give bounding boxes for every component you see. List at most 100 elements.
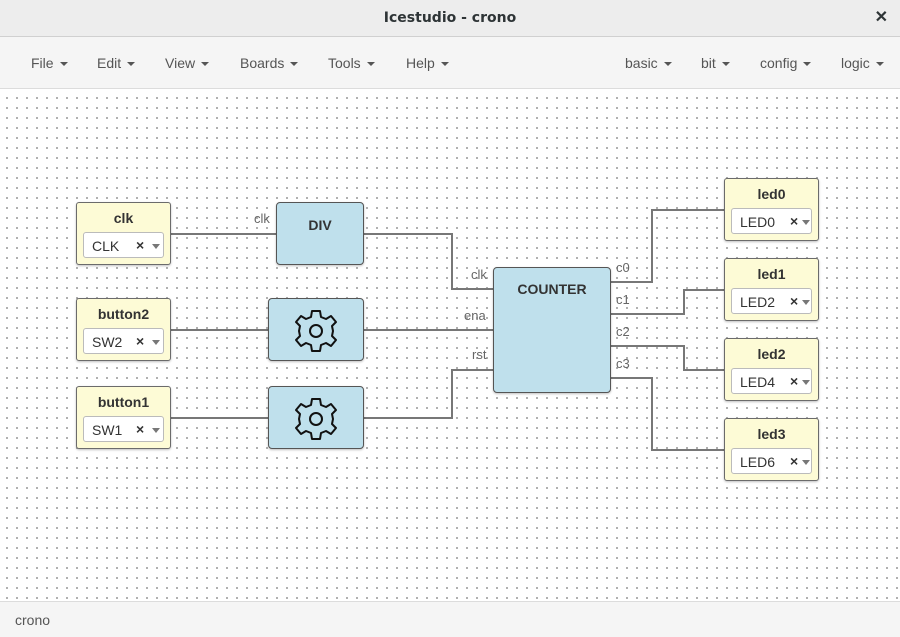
menu-edit[interactable]: Edit <box>97 55 136 71</box>
div-block[interactable]: DIV <box>276 202 364 265</box>
wire[interactable] <box>611 377 725 451</box>
port-label-c1: c1 <box>616 292 630 307</box>
code-block-1[interactable] <box>268 298 364 361</box>
block-name: button2 <box>97 306 150 322</box>
window-title: Icestudio - crono <box>383 10 517 26</box>
block-name: led2 <box>757 346 786 362</box>
menu-view-label: View <box>165 55 196 71</box>
wires <box>171 209 725 451</box>
menu-file[interactable]: File <box>31 55 68 71</box>
gear-icon <box>295 398 337 440</box>
counter-block[interactable]: COUNTER <box>493 267 611 393</box>
caret-down-icon <box>127 62 136 67</box>
wire[interactable] <box>611 345 725 371</box>
clear-icon[interactable]: × <box>790 453 799 469</box>
pin-value: LED0 <box>740 214 776 230</box>
caret-down-icon <box>803 62 812 67</box>
menu-view[interactable]: View <box>165 55 210 71</box>
port-label-clk: clk <box>471 267 487 282</box>
clear-icon[interactable]: × <box>136 421 145 437</box>
input-block-clk[interactable]: clk CLK × <box>76 202 171 265</box>
pin-value: LED6 <box>740 454 776 470</box>
pin-select[interactable]: LED4 × <box>731 368 812 394</box>
clear-icon[interactable]: × <box>790 213 799 229</box>
port-label-ena: ena <box>464 308 486 323</box>
dropdown-arrow-icon[interactable] <box>152 244 160 249</box>
code-block-2[interactable] <box>268 386 364 449</box>
output-block-led3[interactable]: led3 LED6 × <box>724 418 819 481</box>
pin-select[interactable]: CLK × <box>83 232 164 258</box>
clear-icon[interactable]: × <box>790 373 799 389</box>
menu-basic-label: basic <box>625 55 658 71</box>
input-block-button1[interactable]: button1 SW1 × <box>76 386 171 449</box>
caret-down-icon <box>721 62 730 67</box>
menu-bit[interactable]: bit <box>701 55 730 71</box>
pin-value: LED2 <box>740 294 776 310</box>
pin-value: LED4 <box>740 374 776 390</box>
dropdown-arrow-icon[interactable] <box>152 428 160 433</box>
menu-config[interactable]: config <box>760 55 812 71</box>
caret-down-icon <box>201 62 210 67</box>
menu-tools-label: Tools <box>328 55 361 71</box>
output-block-led0[interactable]: led0 LED0 × <box>724 178 819 241</box>
port-label-rst: rst <box>472 347 487 362</box>
block-name: led3 <box>757 426 786 442</box>
input-block-button2[interactable]: button2 SW2 × <box>76 298 171 361</box>
caret-down-icon <box>663 62 672 67</box>
wire[interactable] <box>611 289 725 315</box>
caret-down-icon <box>290 62 299 67</box>
caret-down-icon <box>875 62 884 67</box>
port-label-div-clk: clk <box>254 211 270 226</box>
menu-logic-label: logic <box>841 55 870 71</box>
wire[interactable] <box>611 209 725 283</box>
pin-value: CLK <box>92 238 120 254</box>
menu-help[interactable]: Help <box>406 55 449 71</box>
output-block-led2[interactable]: led2 LED4 × <box>724 338 819 401</box>
menu-boards[interactable]: Boards <box>240 55 299 71</box>
port-label-c3: c3 <box>616 356 630 371</box>
block-name: led0 <box>757 186 786 202</box>
statusbar: crono <box>0 601 900 637</box>
block-name: led1 <box>757 266 786 282</box>
dropdown-arrow-icon[interactable] <box>802 460 810 465</box>
port-label-c0: c0 <box>616 260 630 275</box>
caret-down-icon <box>366 62 375 67</box>
menu-edit-label: Edit <box>97 55 122 71</box>
caret-down-icon <box>59 62 68 67</box>
pin-select[interactable]: LED6 × <box>731 448 812 474</box>
status-text: crono <box>15 612 51 628</box>
design-canvas[interactable]: clk CLK × button2 SW2 × button1 SW1 × cl… <box>0 89 900 601</box>
menubar: File Edit View Boards Tools Help basic b… <box>0 37 900 89</box>
window-titlebar: Icestudio - crono ✕ <box>0 0 900 37</box>
pin-value: SW2 <box>92 334 123 350</box>
pin-select[interactable]: LED0 × <box>731 208 812 234</box>
block-name: clk <box>113 210 134 226</box>
menu-file-label: File <box>31 55 54 71</box>
clear-icon[interactable]: × <box>790 293 799 309</box>
close-icon[interactable]: ✕ <box>874 9 888 26</box>
wire[interactable] <box>364 233 493 290</box>
menu-basic[interactable]: basic <box>625 55 672 71</box>
pin-select[interactable]: SW1 × <box>83 416 164 442</box>
menu-config-label: config <box>760 55 798 71</box>
menu-help-label: Help <box>406 55 435 71</box>
pin-select[interactable]: LED2 × <box>731 288 812 314</box>
pin-select[interactable]: SW2 × <box>83 328 164 354</box>
gear-icon <box>295 310 337 352</box>
caret-down-icon <box>440 62 449 67</box>
wire[interactable] <box>364 369 493 419</box>
menu-logic[interactable]: logic <box>841 55 884 71</box>
dropdown-arrow-icon[interactable] <box>802 300 810 305</box>
clear-icon[interactable]: × <box>136 237 145 253</box>
block-name: button1 <box>97 394 150 410</box>
dropdown-arrow-icon[interactable] <box>802 220 810 225</box>
output-block-led1[interactable]: led1 LED2 × <box>724 258 819 321</box>
dropdown-arrow-icon[interactable] <box>152 340 160 345</box>
block-name: COUNTER <box>517 281 587 297</box>
port-label-c2: c2 <box>616 324 630 339</box>
menu-boards-label: Boards <box>240 55 285 71</box>
dropdown-arrow-icon[interactable] <box>802 380 810 385</box>
menu-tools[interactable]: Tools <box>328 55 375 71</box>
clear-icon[interactable]: × <box>136 333 145 349</box>
menu-bit-label: bit <box>701 55 716 71</box>
